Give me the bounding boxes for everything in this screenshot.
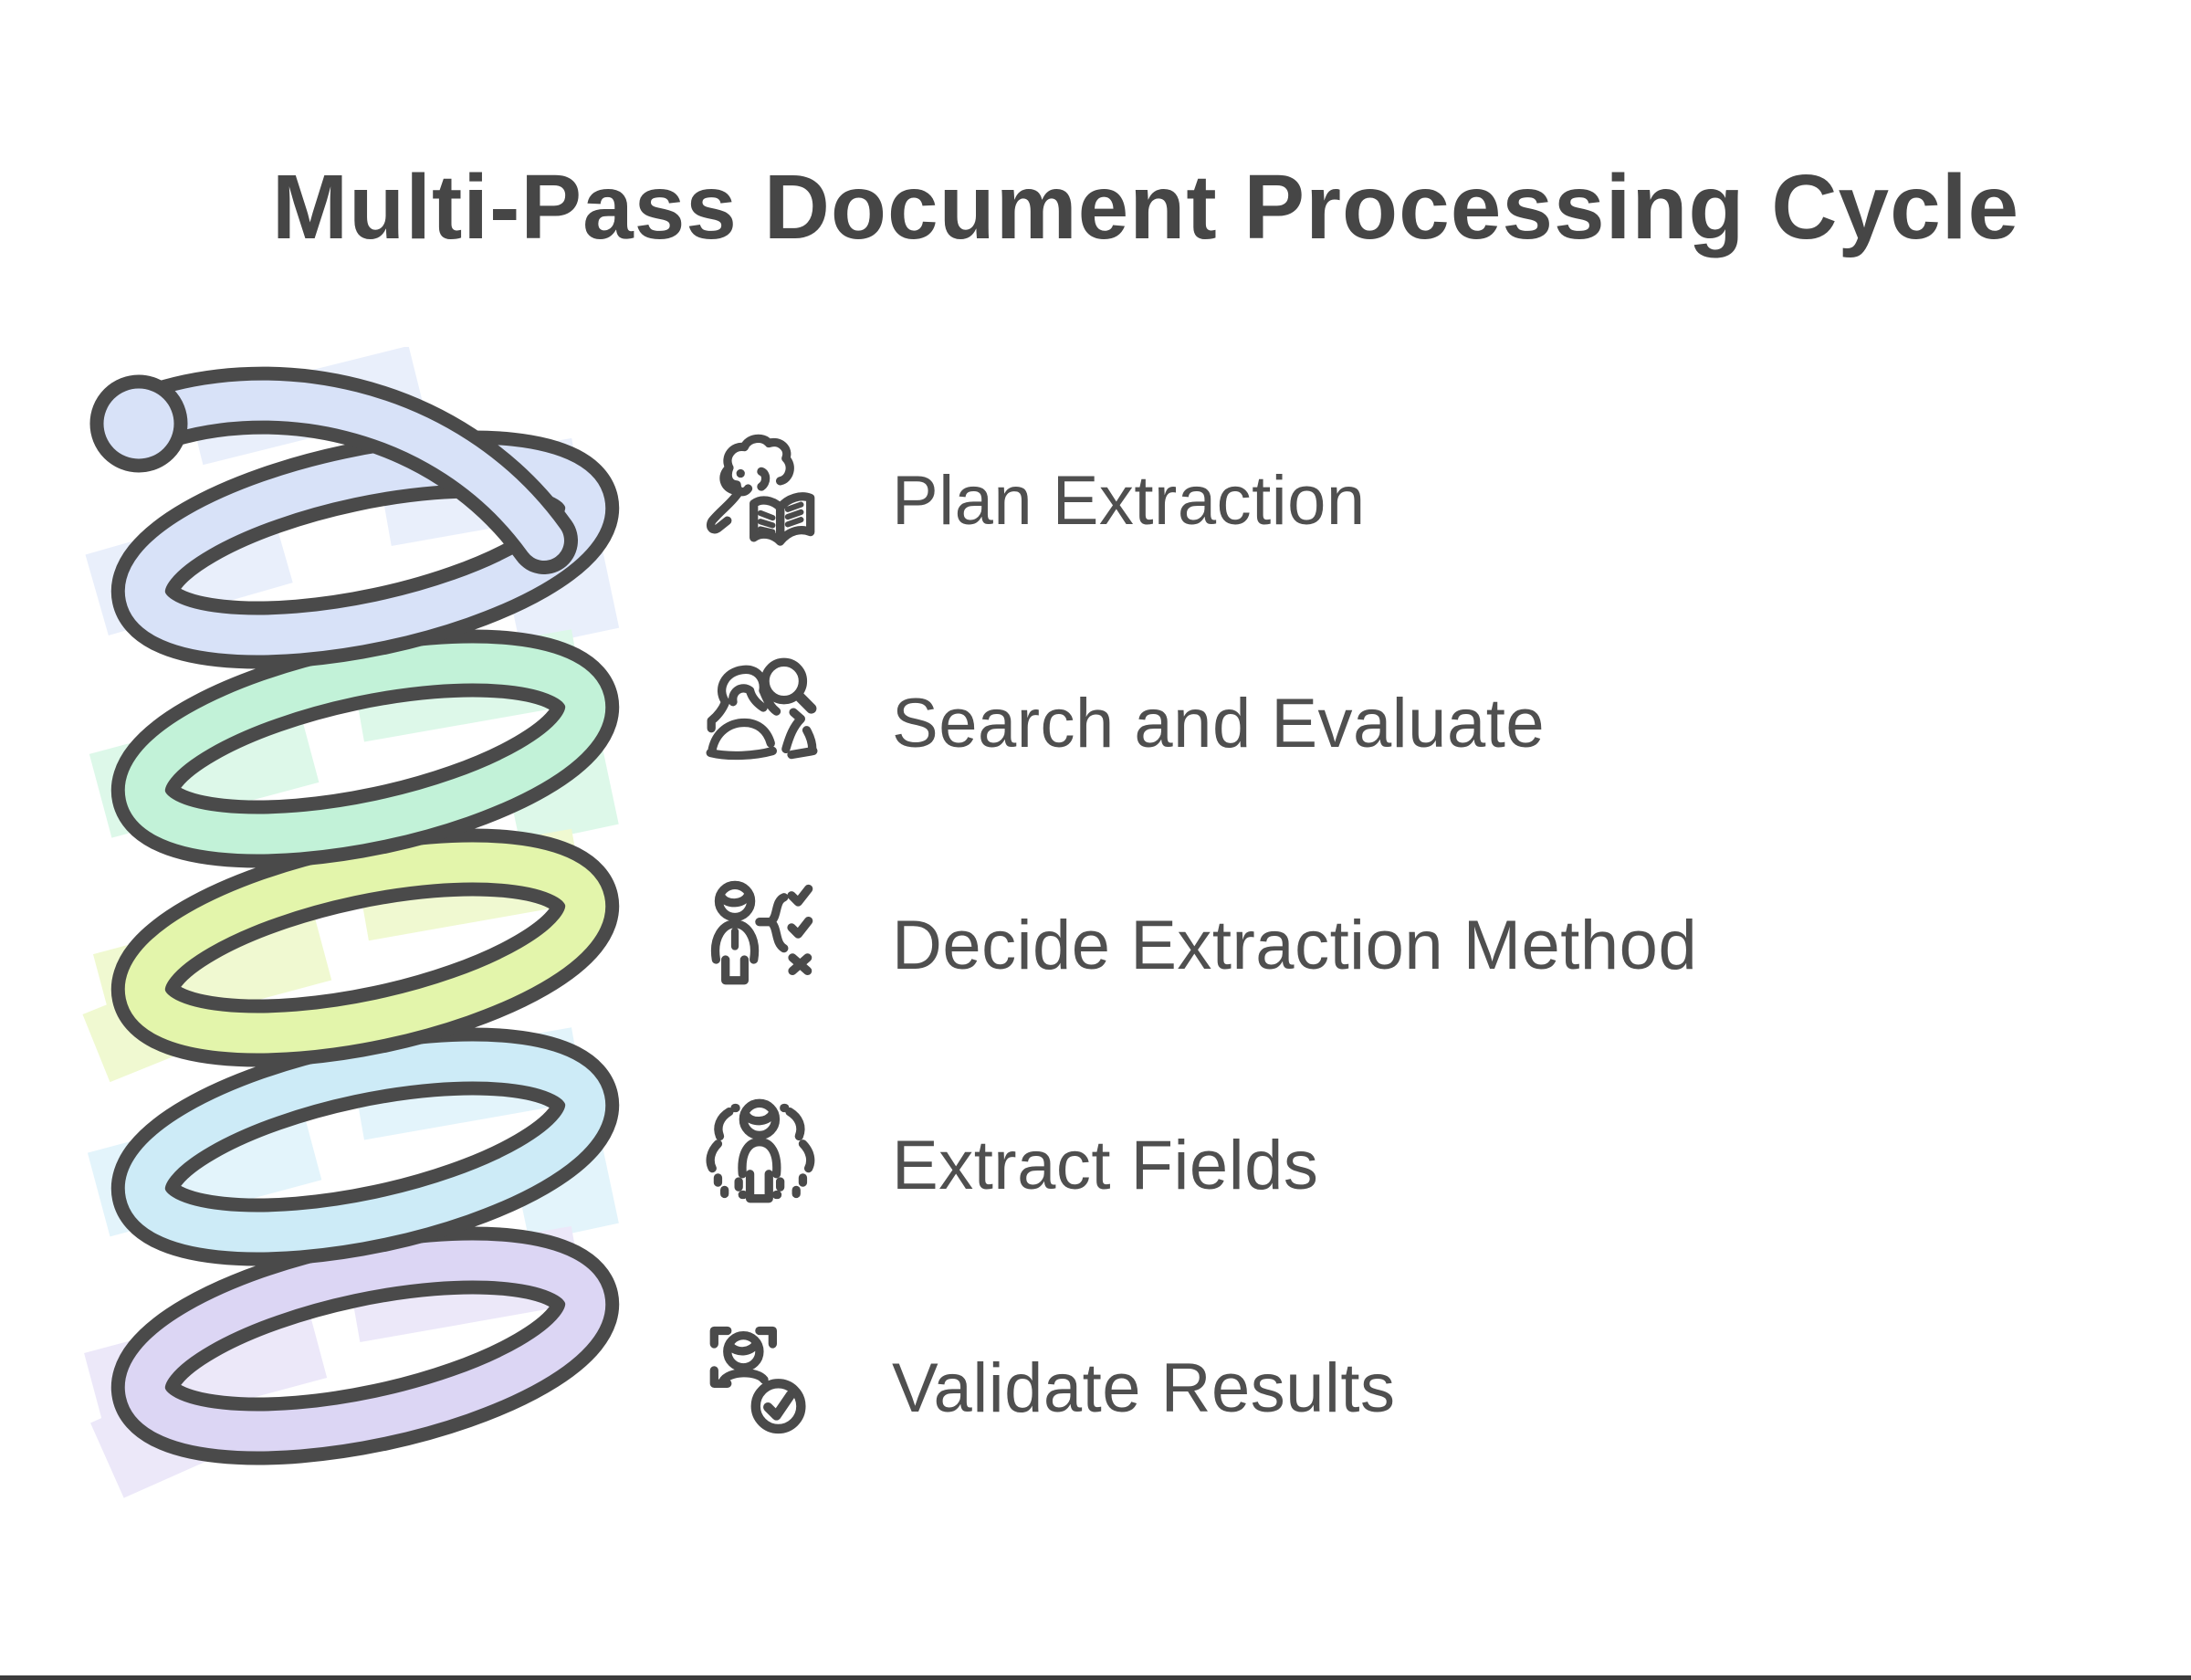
spiral-winding-4: [110, 1027, 620, 1266]
step-decide-extraction-method: Decide Extraction Method: [698, 872, 1697, 1018]
bottom-border-line: [0, 1675, 2191, 1680]
person-decision-icon: [710, 880, 813, 984]
spiral-winding-3: [110, 828, 620, 1067]
spiral-top-strand: [105, 366, 578, 574]
page-title: Multi-Pass Document Processing Cycle: [271, 156, 2020, 258]
step-label: Validate Results: [892, 1349, 1396, 1427]
step-label: Extract Fields: [892, 1126, 1319, 1204]
spiral-coil-graphic: [82, 345, 620, 1498]
spiral-winding-5: [110, 1226, 620, 1465]
person-fields-icon: [706, 1098, 815, 1202]
step-label: Search and Evaluate: [892, 684, 1546, 762]
spiral-tube-opening: [89, 374, 188, 473]
step-extract-fields: Extract Fields: [698, 1092, 1318, 1238]
step-validate-results: Validate Results: [698, 1315, 1396, 1461]
step-search-and-evaluate: Search and Evaluate: [698, 650, 1545, 796]
spiral-winding-1: [110, 430, 620, 669]
step-plan-extraction: Plan Extraction: [698, 427, 1366, 573]
person-search-icon: [706, 657, 818, 760]
spiral-illustration: [37, 345, 639, 1534]
spiral-winding-2: [110, 629, 620, 868]
person-reading-icon: [706, 434, 815, 546]
step-label: Decide Extraction Method: [892, 906, 1698, 984]
person-validate-icon: [709, 1326, 806, 1433]
step-label: Plan Extraction: [892, 461, 1366, 540]
